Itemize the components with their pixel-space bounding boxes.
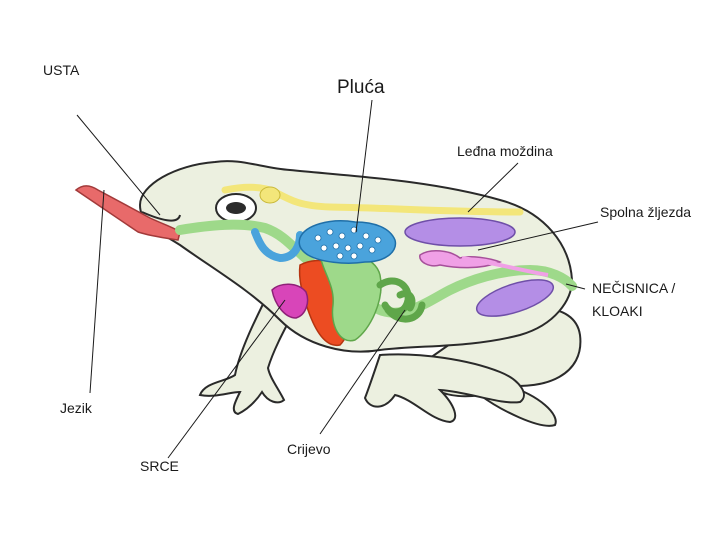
gonad [419,250,503,269]
label-necisnica: NEČISNICA / [592,280,676,296]
mouth-line [141,211,181,222]
front-leg [198,288,302,416]
lung [298,220,397,264]
label-ledna-mozdina: Leđna moždina [457,143,553,159]
hind-foot [363,353,525,424]
label-spolna-zljezda: Spolna žljezda [600,204,692,220]
heart [271,283,309,319]
label-usta: USTA [43,62,80,78]
label-crijevo: Crijevo [287,441,331,457]
tongue [74,185,181,241]
label-kloaki: KLOAKI [592,303,643,319]
intestine-coils [376,277,426,323]
label-pluca: Pluća [337,77,385,98]
leader-lines [76,99,599,459]
label-jezik: Jezik [60,400,92,416]
spinal-cord [221,183,524,216]
lung-alveoli [314,226,382,260]
label-srce: SRCE [140,458,179,474]
pupil [226,202,246,214]
kidney-lower [475,279,555,317]
kidney-upper [404,217,516,247]
